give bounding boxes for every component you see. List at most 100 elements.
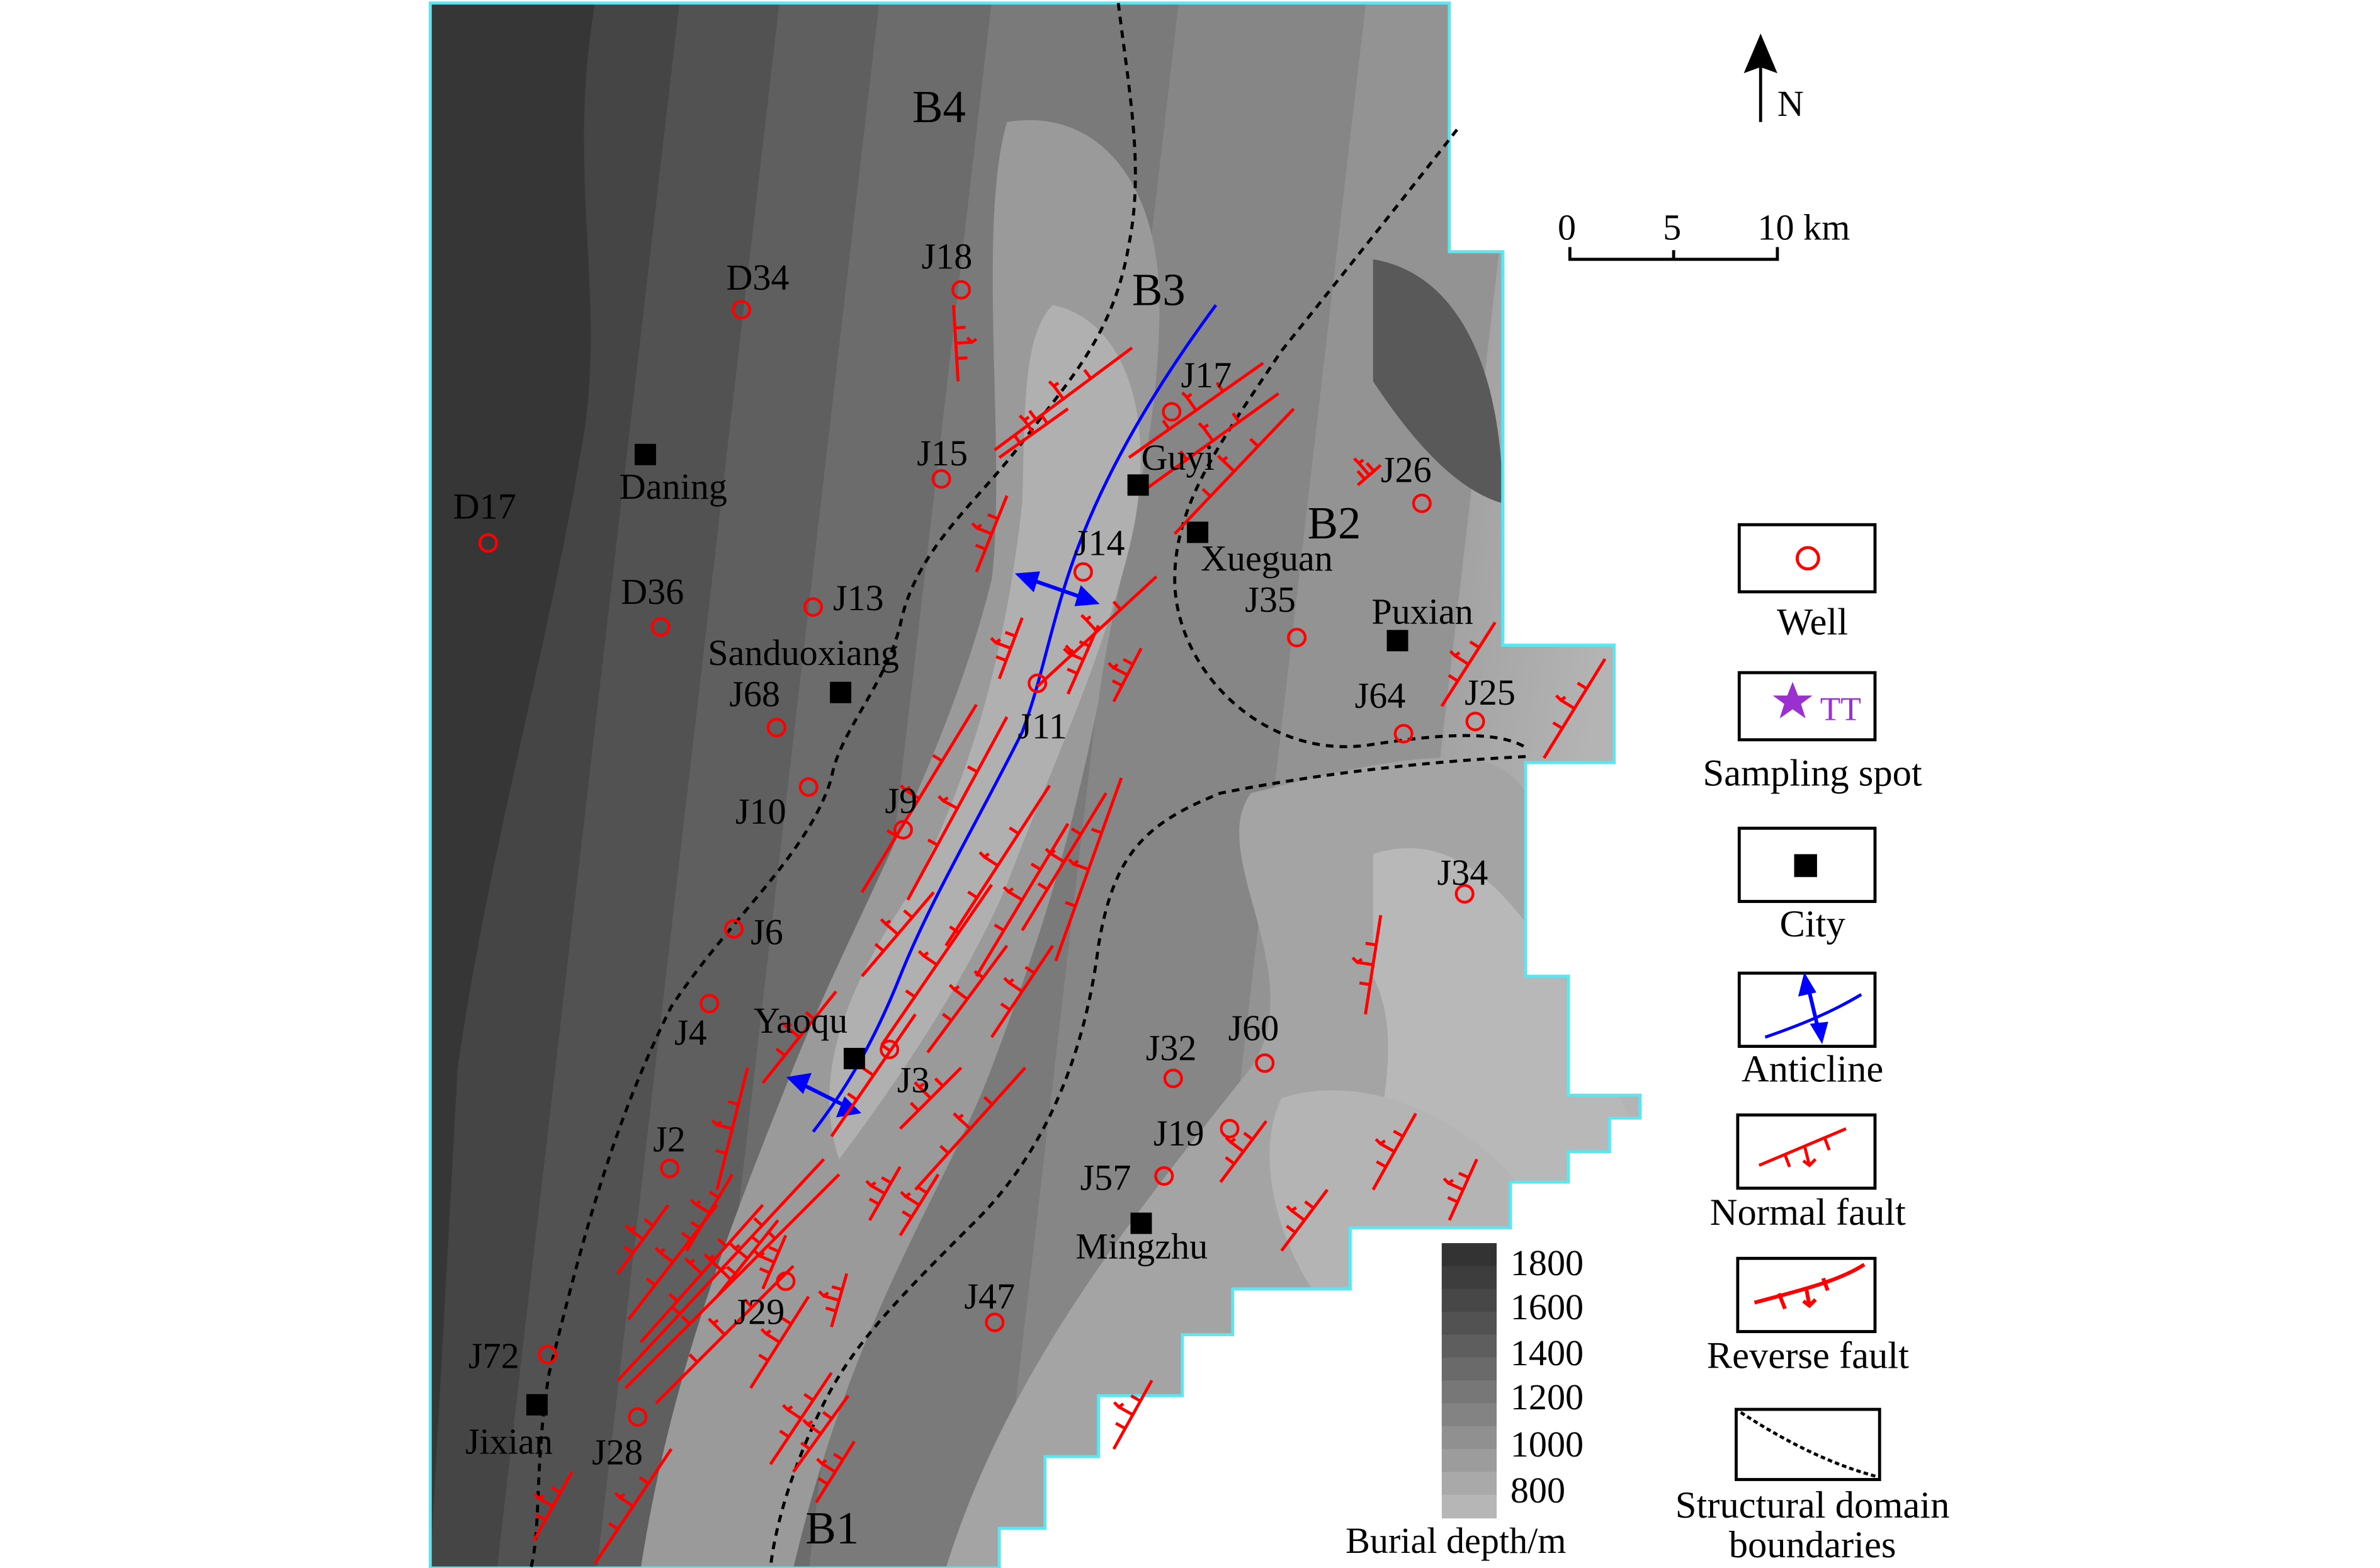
well-label: J25: [1465, 672, 1516, 713]
symbol-legend: [1735, 523, 1881, 1481]
fault-dip-arrow: [707, 1317, 726, 1336]
fault-dip-arrow: [1003, 977, 1023, 993]
fault-trace: [952, 305, 960, 382]
fault-tick: [671, 1305, 681, 1315]
fault-tick: [775, 1047, 786, 1057]
well-j35: J35: [1245, 579, 1307, 647]
fault-tick: [535, 1513, 547, 1521]
fault-tick: [1030, 862, 1041, 871]
well-label: J17: [1181, 355, 1232, 395]
fault-dip-arrow: [900, 784, 921, 800]
well-icon: [766, 717, 786, 737]
fault-tick: [800, 1441, 811, 1451]
depth-tick: 1800: [1510, 1242, 1584, 1283]
well-j4: J4: [674, 994, 720, 1053]
well-j57: J57: [1080, 1157, 1174, 1198]
well-icon: [478, 533, 498, 553]
fault-tick: [727, 1100, 739, 1106]
fault-tick: [987, 513, 999, 520]
fault-tick: [1012, 433, 1021, 444]
fault-dip-arrow: [729, 1242, 749, 1260]
well-j17: J17: [1162, 355, 1232, 422]
well-label: J6: [751, 911, 783, 952]
fault-dip-arrow: [1449, 650, 1470, 666]
fault-dip-arrow: [971, 522, 992, 536]
fault: [532, 1471, 574, 1542]
well-label: J14: [1074, 523, 1125, 564]
fault-tick: [1552, 721, 1563, 730]
fault-tick: [939, 1145, 949, 1154]
well-icon: [1287, 627, 1307, 647]
well-label: J11: [1017, 705, 1067, 746]
well-j11: J11: [1017, 673, 1067, 746]
well-label: J18: [922, 236, 973, 276]
well-j60: J60: [1228, 1008, 1279, 1073]
fault: [715, 1219, 779, 1298]
city-icon: [1130, 1212, 1152, 1234]
fault-tick: [955, 326, 966, 330]
city-jixian: Jixian: [465, 1394, 553, 1462]
well-label: J64: [1355, 675, 1406, 716]
well-icon: [1393, 724, 1414, 744]
fault-tick: [1215, 382, 1225, 392]
city-icon: [1187, 521, 1209, 543]
fault-dip-arrow: [948, 984, 968, 1001]
well-icon: [893, 820, 913, 840]
fault-dip-arrow: [1063, 647, 1084, 661]
fault-dip-arrow: [880, 918, 899, 936]
well-icon: [1163, 1068, 1183, 1088]
city-label: Xueguan: [1201, 538, 1333, 579]
fault-tick: [1304, 1200, 1315, 1210]
city-guyi: Guyi: [1127, 437, 1215, 496]
city-label: Puxian: [1371, 591, 1473, 632]
fault-tick: [1083, 368, 1092, 380]
fault-dip-arrow: [781, 1021, 801, 1038]
fault-tick: [881, 1176, 892, 1185]
fault-tick: [831, 1285, 843, 1292]
fault-dip-arrow: [1351, 957, 1374, 967]
well-j32: J32: [1146, 1027, 1197, 1088]
scale-tick-0: 0: [1558, 207, 1576, 247]
fault-tick: [1447, 1196, 1459, 1203]
fault-tick: [759, 1267, 771, 1275]
fault-dip-arrow: [533, 1492, 554, 1508]
fault: [1063, 625, 1100, 695]
fault-tick: [1067, 668, 1078, 675]
fault-tick: [1130, 1394, 1142, 1402]
domain-boundary-line: [1173, 128, 1527, 749]
fault-dip-arrow: [1353, 457, 1371, 477]
fault-dip-arrow: [760, 1327, 781, 1344]
fault-tick: [803, 1393, 814, 1402]
fault: [830, 1013, 917, 1137]
fault-tick: [681, 1315, 691, 1326]
north-label: N: [1777, 83, 1804, 124]
fault-tick: [833, 1452, 844, 1462]
well-label: J32: [1146, 1027, 1197, 1068]
fault-tick: [847, 1092, 858, 1101]
fault-tick: [623, 1245, 634, 1254]
well-icon: [723, 919, 744, 939]
fault-dip-arrow: [865, 1179, 886, 1195]
fault-tick: [1111, 679, 1123, 687]
well-legend-icon: [1795, 546, 1820, 571]
well-label: J19: [1153, 1113, 1204, 1154]
fault: [990, 617, 1024, 679]
well-icon: [1454, 883, 1475, 904]
fault-tick: [708, 1190, 720, 1199]
well-d36: D36: [621, 571, 684, 637]
fault: [998, 407, 1069, 459]
well-icon: [1162, 402, 1182, 422]
fault-dip-arrow: [711, 1119, 733, 1130]
fault-tick: [886, 829, 897, 838]
domain-label-b4: B4: [912, 81, 966, 132]
fault: [1353, 457, 1382, 487]
fault-tick: [1365, 941, 1376, 946]
well-label: J9: [885, 780, 917, 821]
fault-dip-arrow: [754, 1250, 775, 1264]
depth-ramp-swatch: [1441, 1243, 1497, 1267]
fault: [815, 1440, 856, 1504]
fault: [1371, 1113, 1417, 1191]
fault-tick: [822, 1411, 833, 1420]
fault-tick: [1037, 882, 1048, 891]
fault: [818, 1273, 849, 1327]
